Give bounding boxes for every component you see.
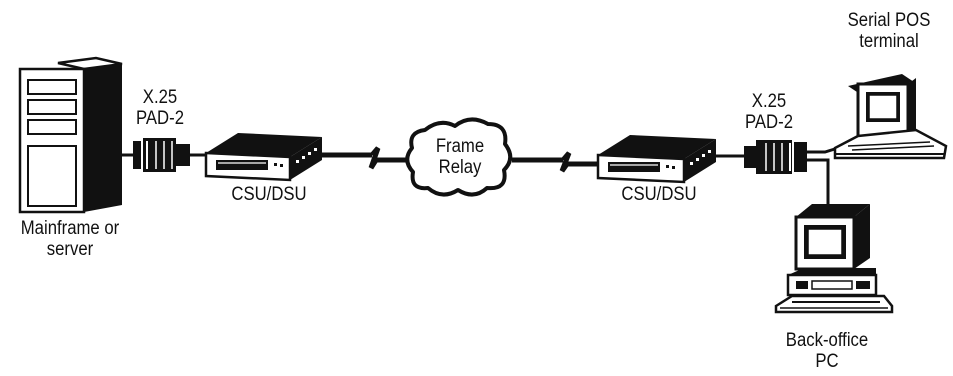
csu-right-label: CSU/DSU (611, 184, 708, 205)
pos-terminal-label: Serial POS terminal (837, 10, 941, 52)
csu-right-label-text: CSU/DSU (621, 184, 697, 205)
pad-right-label: X.25 PAD-2 (734, 91, 804, 133)
pad-left-label: X.25 PAD-2 (125, 87, 195, 129)
csu-left-label-text: CSU/DSU (231, 184, 307, 205)
pad-left-label-line1: X.25 (142, 87, 178, 108)
pos-terminal-label-line1: Serial POS (847, 10, 931, 31)
mainframe-label-line2: server (46, 239, 94, 260)
pad-right-label-line1: X.25 (751, 91, 787, 112)
back-office-label-line1: Back-office (785, 330, 869, 351)
cables (122, 146, 839, 213)
cloud-icon (405, 117, 513, 197)
cloud-label: Frame Relay (420, 136, 501, 178)
pos-terminal-label-line2: terminal (859, 31, 919, 52)
cloud-label-line2: Relay (438, 157, 482, 178)
csu-dsu-icon-right (596, 135, 716, 184)
serial-connector-icon-left (133, 138, 190, 172)
back-office-label: Back-office PC (775, 330, 879, 372)
serial-connector-icon-right (744, 140, 807, 174)
csu-dsu-icon-left (204, 133, 322, 182)
csu-left-label: CSU/DSU (221, 184, 318, 205)
cloud-label-line1: Frame (435, 136, 485, 157)
pad-left-label-line2: PAD-2 (135, 108, 185, 129)
desktop-pc-icon (774, 204, 894, 314)
server-tower-icon (18, 56, 123, 214)
pad-right-label-line2: PAD-2 (744, 112, 794, 133)
mainframe-label: Mainframe or server (14, 218, 127, 260)
mainframe-label-line1: Mainframe or (20, 218, 120, 239)
laptop-terminal-icon (833, 74, 948, 160)
back-office-label-line2: PC (815, 351, 839, 372)
